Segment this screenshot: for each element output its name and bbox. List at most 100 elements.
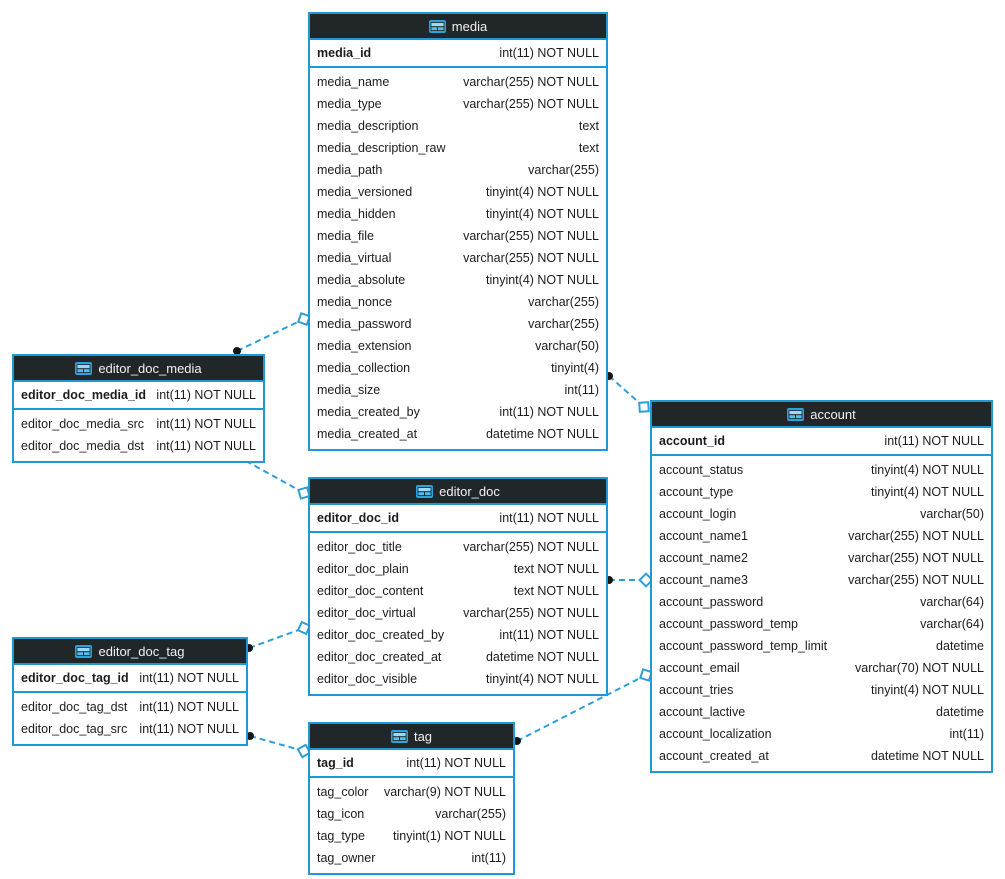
pk-column-type: int(11) NOT NULL bbox=[406, 756, 506, 770]
relationship-line[interactable] bbox=[608, 375, 645, 408]
pk-column-type: int(11) NOT NULL bbox=[156, 388, 256, 402]
connection-editor_doc_media-media[interactable] bbox=[233, 311, 312, 355]
column-name: tag_icon bbox=[317, 807, 365, 821]
column-name: media_name bbox=[317, 75, 390, 89]
pk-column-name: editor_doc_id bbox=[317, 511, 399, 525]
table-icon bbox=[75, 644, 93, 658]
column-type: varchar(255) bbox=[528, 295, 599, 309]
column-type: int(11) bbox=[564, 383, 599, 397]
column-name: media_password bbox=[317, 317, 412, 331]
table-title: editor_doc_tag bbox=[98, 643, 185, 659]
pk-column-name: tag_id bbox=[317, 756, 354, 770]
column-type: tinyint(4) NOT NULL bbox=[486, 185, 599, 199]
column-name: editor_doc_title bbox=[317, 540, 402, 554]
connection-media-account[interactable] bbox=[605, 372, 650, 413]
column-type: int(11) NOT NULL bbox=[499, 405, 599, 419]
primary-key-row: media_id int(11) NOT NULL bbox=[310, 40, 606, 68]
column-type: varchar(255) NOT NULL bbox=[463, 97, 599, 111]
connection-editor_doc_tag-editor_doc[interactable] bbox=[245, 620, 312, 652]
table-header[interactable]: editor_doc_media bbox=[14, 356, 263, 382]
column-type: varchar(64) bbox=[920, 595, 984, 609]
pk-column-type: int(11) NOT NULL bbox=[499, 511, 599, 525]
column-type: tinyint(4) NOT NULL bbox=[871, 683, 984, 697]
column-type: varchar(255) NOT NULL bbox=[848, 551, 984, 565]
connection-editor_doc_tag-tag[interactable] bbox=[246, 732, 312, 759]
column-type: datetime NOT NULL bbox=[870, 749, 984, 763]
relationship-line[interactable] bbox=[248, 627, 305, 649]
table-header[interactable]: editor_doc_tag bbox=[14, 639, 246, 665]
field-editor_doc_created_by: editor_doc_created_by int(11) NOT NULL bbox=[310, 624, 606, 646]
column-type: int(11) NOT NULL bbox=[139, 722, 239, 736]
column-name: account_lactive bbox=[659, 705, 746, 719]
diamond-endpoint-icon bbox=[638, 401, 650, 413]
column-name: editor_doc_plain bbox=[317, 562, 409, 576]
primary-key-row: editor_doc_id int(11) NOT NULL bbox=[310, 505, 606, 533]
column-type: int(11) NOT NULL bbox=[156, 439, 256, 453]
table-header[interactable]: tag bbox=[310, 724, 513, 750]
table-icon bbox=[390, 729, 408, 743]
column-name: editor_doc_tag_src bbox=[21, 722, 128, 736]
column-name: tag_owner bbox=[317, 851, 376, 865]
column-type: datetime NOT NULL bbox=[485, 650, 599, 664]
field-media_size: media_size int(11) bbox=[310, 379, 606, 401]
column-type: varchar(9) NOT NULL bbox=[383, 785, 506, 799]
column-name: editor_doc_created_by bbox=[317, 628, 445, 642]
column-name: account_password_temp_limit bbox=[659, 639, 828, 653]
table-title: account bbox=[810, 406, 856, 422]
column-name: media_path bbox=[317, 163, 383, 177]
connection-editor_doc-account[interactable] bbox=[605, 572, 654, 588]
column-type: varchar(255) NOT NULL bbox=[463, 540, 599, 554]
field-editor_doc_media_dst: editor_doc_media_dst int(11) NOT NULL bbox=[14, 435, 263, 457]
column-name: media_size bbox=[317, 383, 381, 397]
column-name: media_created_by bbox=[317, 405, 420, 419]
pk-column-type: int(11) NOT NULL bbox=[884, 434, 984, 448]
pk-column-name: media_id bbox=[317, 46, 372, 60]
column-name: account_email bbox=[659, 661, 740, 675]
table-header[interactable]: media bbox=[310, 14, 606, 40]
relationship-line[interactable] bbox=[236, 318, 305, 352]
column-type: int(11) NOT NULL bbox=[156, 417, 256, 431]
column-type: tinyint(4) NOT NULL bbox=[486, 207, 599, 221]
column-type: varchar(255) NOT NULL bbox=[848, 529, 984, 543]
column-name: media_versioned bbox=[317, 185, 413, 199]
table-header[interactable]: editor_doc bbox=[310, 479, 606, 505]
column-type: varchar(255) NOT NULL bbox=[463, 251, 599, 265]
table-header[interactable]: account bbox=[652, 402, 991, 428]
column-name: editor_doc_visible bbox=[317, 672, 418, 686]
column-name: editor_doc_virtual bbox=[317, 606, 416, 620]
table-icon bbox=[75, 361, 93, 375]
column-name: editor_doc_media_dst bbox=[21, 439, 144, 453]
field-media_created_by: media_created_by int(11) NOT NULL bbox=[310, 401, 606, 423]
relationship-line[interactable] bbox=[249, 735, 305, 752]
column-name: account_password_temp bbox=[659, 617, 798, 631]
column-type: int(11) NOT NULL bbox=[499, 628, 599, 642]
table-title: media bbox=[451, 18, 488, 34]
column-name: account_name1 bbox=[659, 529, 748, 543]
pk-column-type: int(11) NOT NULL bbox=[499, 46, 599, 60]
column-name: account_login bbox=[659, 507, 737, 521]
